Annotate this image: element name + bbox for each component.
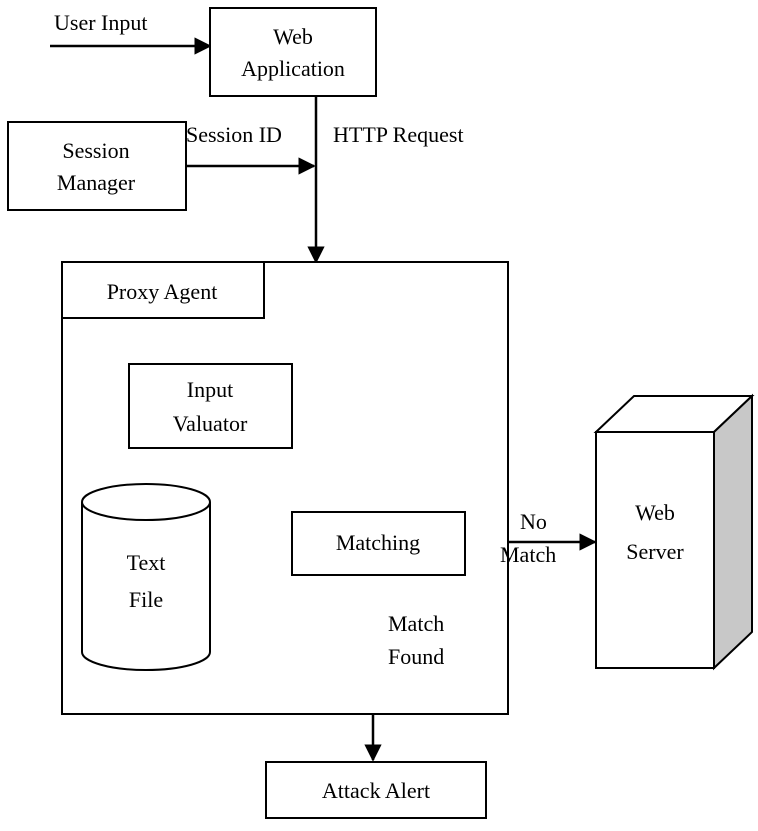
match-found-label-line-1: Match — [388, 611, 444, 636]
node-attack-alert: Attack Alert — [265, 761, 487, 819]
node-text-file-cylinder: Text File — [81, 483, 211, 671]
input-valuator-line-1: Input — [187, 377, 233, 402]
node-session-manager: Session Manager — [7, 121, 187, 211]
attack-alert-label: Attack Alert — [322, 778, 430, 803]
session-manager-line-2: Manager — [57, 170, 136, 195]
node-input-valuator: Input Valuator — [128, 363, 293, 449]
http-request-label: HTTP Request — [333, 122, 464, 147]
web-server-line-2: Server — [626, 539, 684, 564]
no-match-label-line-2: Match — [500, 542, 556, 567]
web-server-side-face — [713, 393, 753, 671]
proxy-agent-label: Proxy Agent — [107, 279, 218, 304]
node-web-server: Web Server — [593, 393, 755, 671]
node-matching: Matching — [291, 511, 466, 576]
web-server-front-face — [595, 431, 715, 669]
proxy-agent-label-box — [61, 261, 265, 319]
web-server-line-1: Web — [635, 500, 675, 525]
input-valuator-line-2: Valuator — [173, 411, 248, 436]
web-application-line-2: Application — [241, 56, 345, 81]
web-application-line-1: Web — [273, 24, 313, 49]
matching-label: Matching — [336, 530, 420, 555]
text-file-line-1: Text — [127, 550, 166, 575]
user-input-label: User Input — [54, 10, 147, 35]
node-web-application: Web Application — [209, 7, 377, 97]
session-id-label: Session ID — [186, 122, 282, 147]
session-manager-line-1: Session — [62, 138, 129, 163]
no-match-label-line-1: No — [520, 509, 547, 534]
text-file-line-2: File — [129, 587, 163, 612]
match-found-label-line-2: Found — [388, 644, 444, 669]
